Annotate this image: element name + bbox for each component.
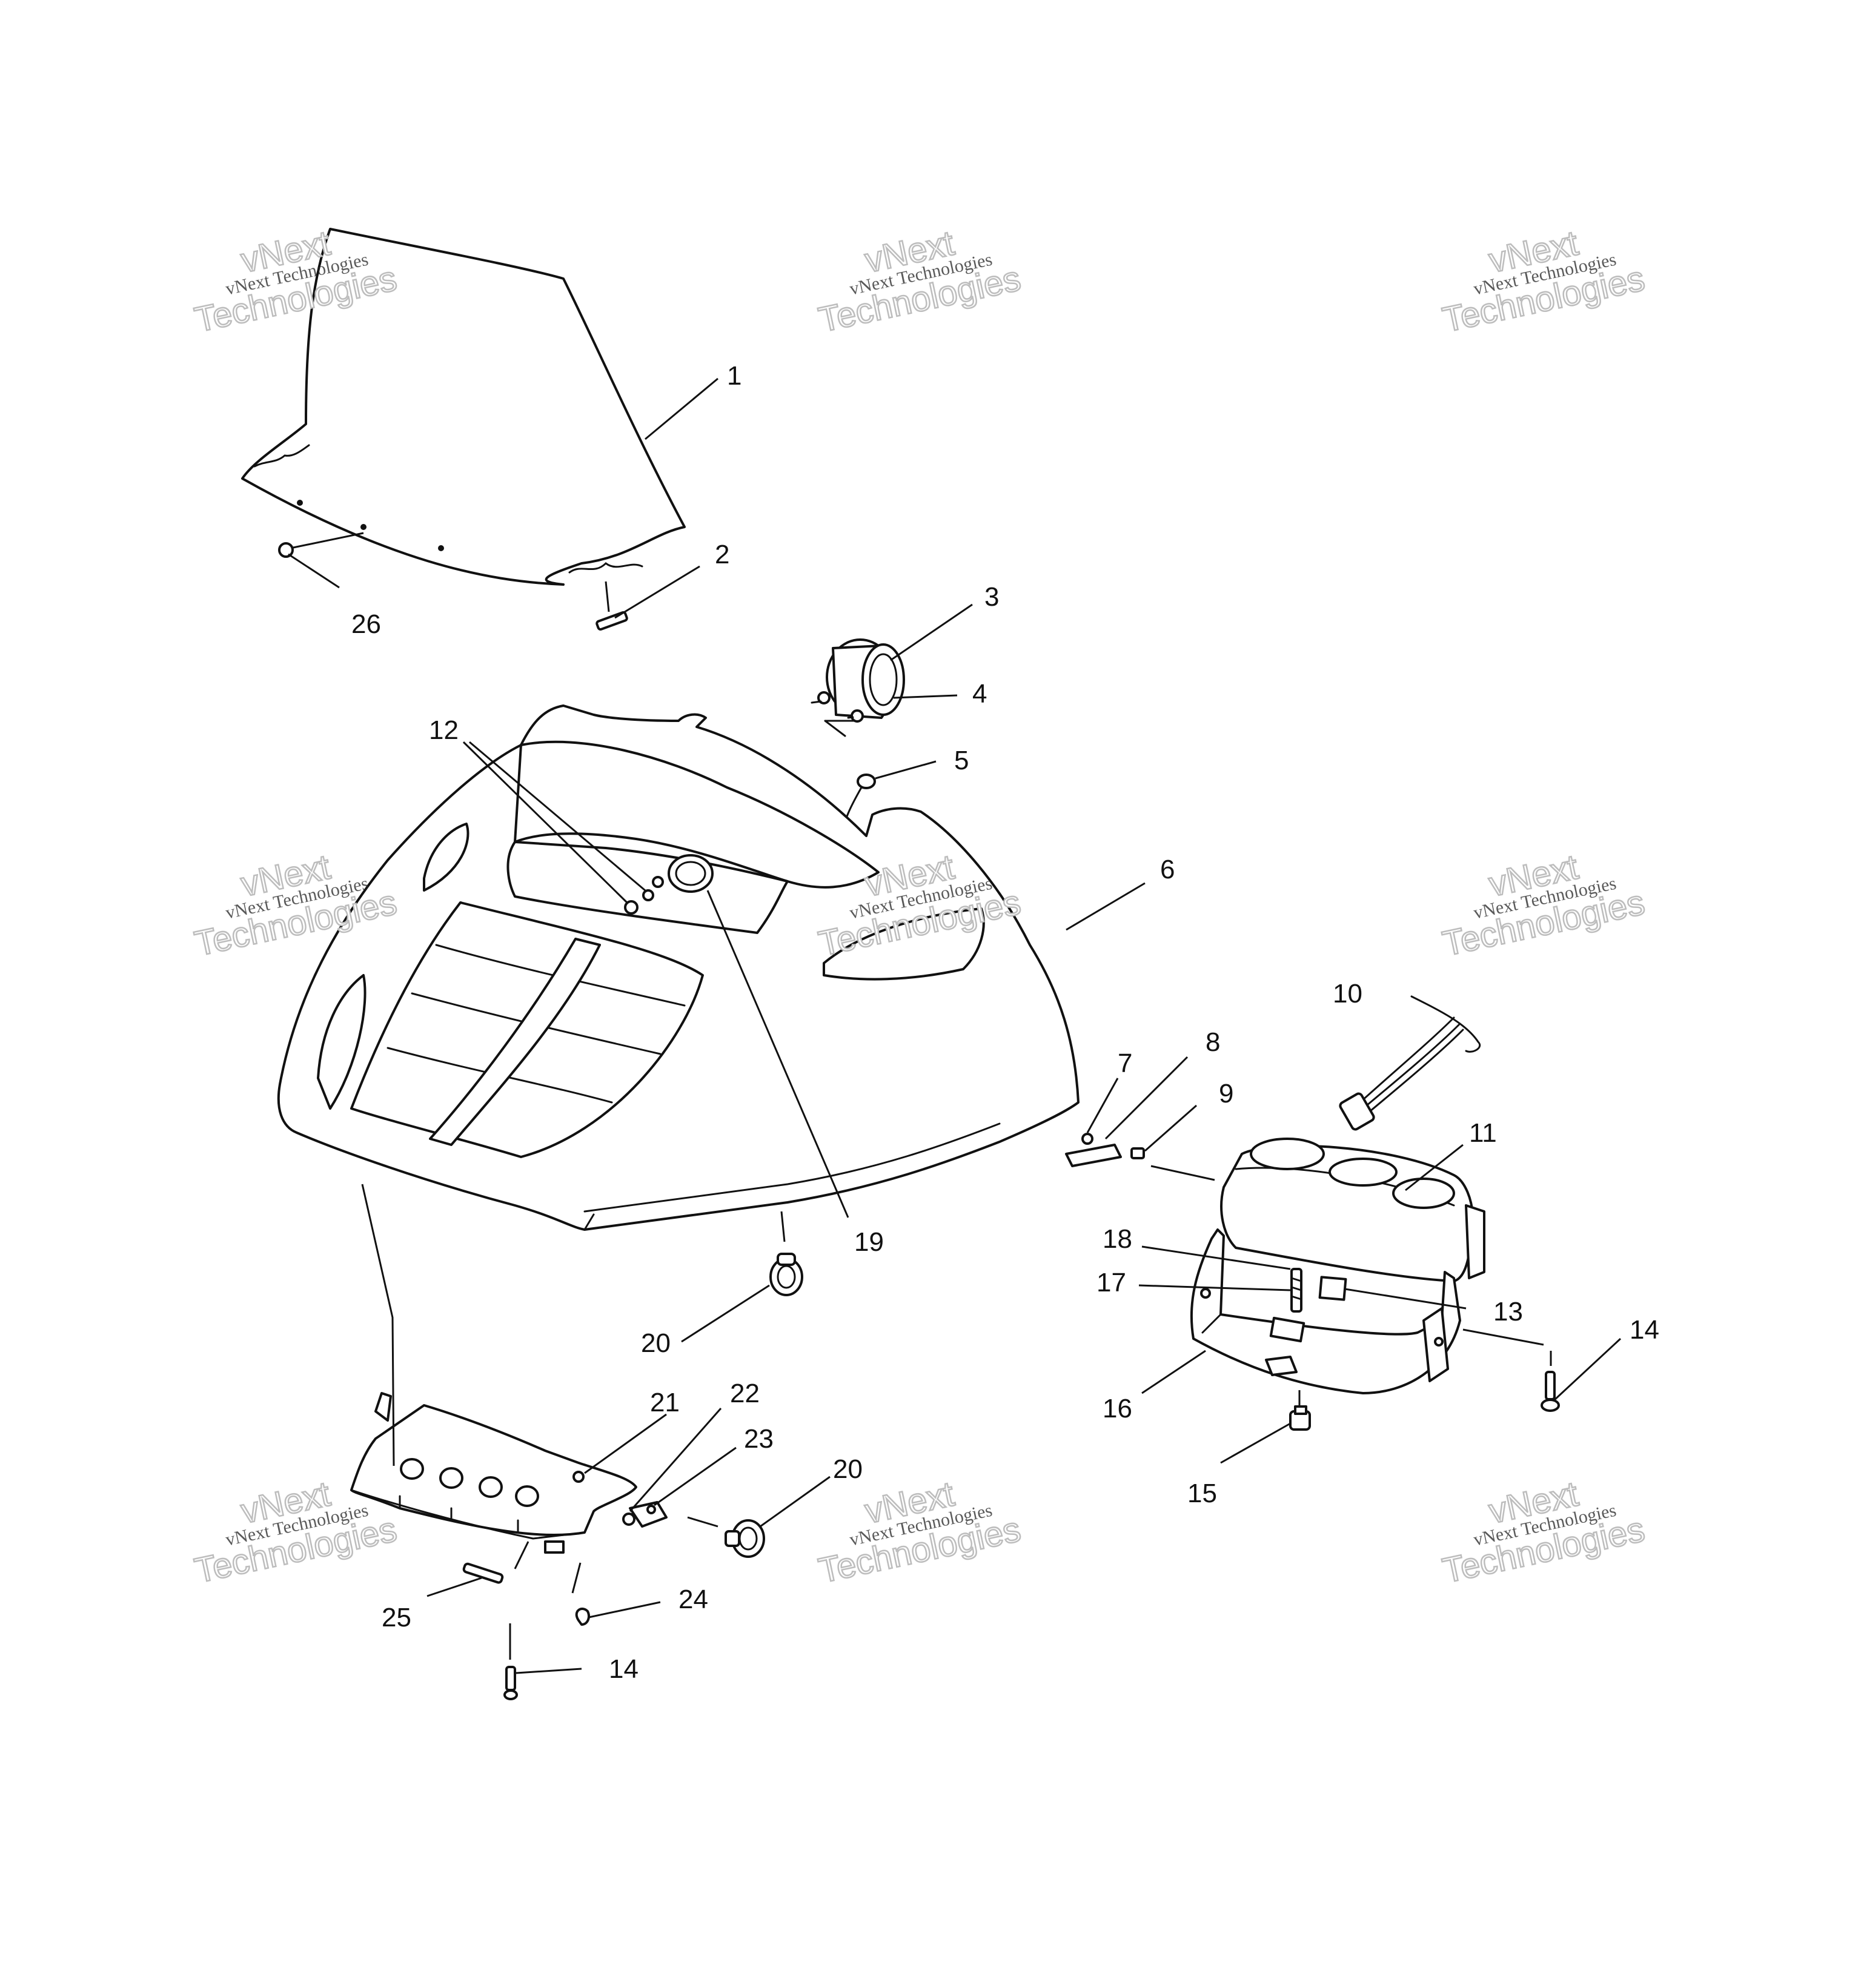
callout-25: 25	[382, 1603, 411, 1632]
callout-10: 10	[1333, 979, 1362, 1009]
callout-15: 15	[1187, 1479, 1217, 1508]
svg-text:vNext: vNext	[1485, 224, 1582, 280]
callout-17: 17	[1096, 1268, 1126, 1297]
hood-grommet-upper	[769, 1211, 803, 1296]
callout-16: 16	[1103, 1394, 1132, 1423]
callout-7: 7	[1118, 1049, 1132, 1078]
speedometer-gauge	[811, 638, 905, 737]
watermark: vNext vNext Technologies Technologies	[815, 222, 1025, 340]
callout-5: 5	[954, 746, 969, 775]
hood	[277, 704, 1080, 1231]
callout-12: 12	[429, 715, 459, 745]
watermark: vNext vNext Technologies Technologies	[1439, 1473, 1649, 1591]
bumper-screw	[503, 1623, 518, 1700]
bracket-nut	[1289, 1390, 1311, 1431]
windshield-bolt	[595, 581, 628, 631]
headlight-wiring-harness	[1339, 995, 1481, 1131]
callout-14-right: 14	[1630, 1315, 1659, 1345]
windshield-screw	[278, 532, 364, 558]
headlight-bracket	[1190, 1228, 1461, 1394]
callout-13: 13	[1493, 1297, 1523, 1327]
windshield	[241, 228, 686, 586]
callout-leaders	[288, 377, 1622, 1674]
callout-1: 1	[727, 361, 741, 391]
watermark: vNext vNext Technologies Technologies	[191, 846, 401, 964]
front-bumper-plate	[350, 1392, 637, 1554]
headlight-clip	[1065, 1133, 1145, 1167]
callout-9: 9	[1219, 1079, 1233, 1108]
headlight	[1220, 1138, 1485, 1282]
callout-2: 2	[715, 540, 729, 569]
hood-grommet-lower	[687, 1516, 765, 1558]
headlight-adjust-screw	[1290, 1268, 1302, 1313]
callout-3: 3	[984, 582, 999, 612]
callout-21: 21	[650, 1388, 680, 1417]
callout-24: 24	[678, 1585, 708, 1614]
callout-20-lower: 20	[833, 1454, 863, 1484]
bracket-screw-right	[1541, 1351, 1560, 1412]
callout-8: 8	[1206, 1027, 1220, 1057]
callout-23: 23	[744, 1424, 774, 1454]
callout-20-upper: 20	[641, 1328, 671, 1358]
callout-18: 18	[1103, 1224, 1132, 1254]
callout-14-left: 14	[609, 1654, 639, 1684]
bumper-pin	[462, 1562, 504, 1584]
callout-11: 11	[1469, 1118, 1497, 1148]
callout-22: 22	[730, 1379, 760, 1408]
watermark: vNext vNext Technologies Technologies	[1439, 846, 1649, 964]
callout-26: 26	[351, 609, 381, 639]
callout-6: 6	[1160, 855, 1175, 884]
callout-labels: 1 2 3 4 5 6 7 8 9 10 11 12 13 14 14 15 1…	[351, 361, 1659, 1684]
callout-4: 4	[972, 679, 987, 709]
bumper-clip	[575, 1608, 590, 1626]
assembly-lines	[361, 1165, 1544, 1594]
bumper-bracket	[622, 1501, 668, 1528]
headlight-adjust-nut	[1318, 1276, 1347, 1301]
watermark: vNext vNext Technologies Technologies	[1439, 222, 1649, 340]
callout-19: 19	[854, 1227, 884, 1257]
